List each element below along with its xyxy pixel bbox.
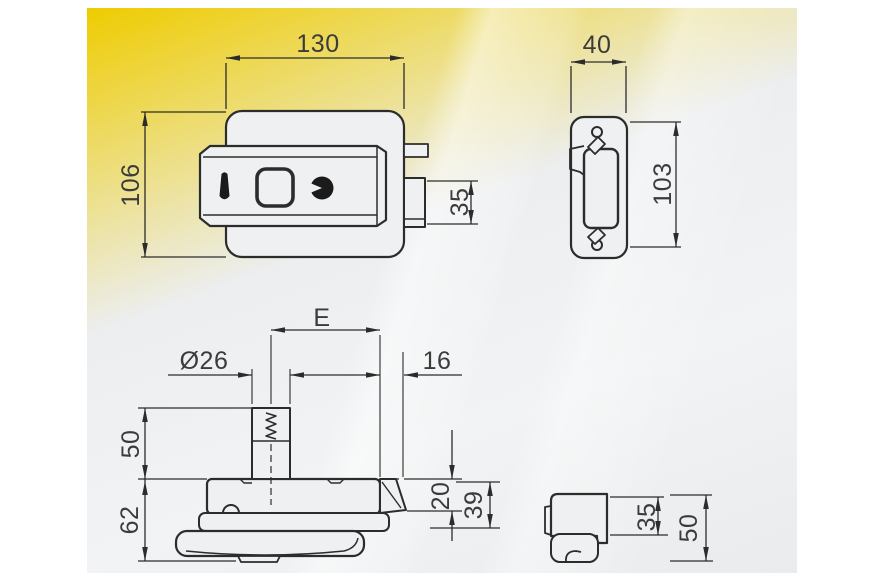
dim-cylinder-diameter-label: Ø26 <box>180 347 229 375</box>
profile-view-dimension-lines <box>610 494 713 562</box>
thread-symbol <box>265 412 277 440</box>
dim-body-depth-label: 62 <box>116 506 144 535</box>
strike-plate <box>582 147 620 230</box>
dim-latch-throw-label: 20 <box>427 482 455 511</box>
dim-front-height-label: 106 <box>117 163 145 206</box>
dim-profile-outer-label: 50 <box>675 514 703 543</box>
front-view-dimension-lines <box>141 55 478 258</box>
dim-profile-inner-label: 35 <box>633 503 661 532</box>
profile-view-drawing <box>544 492 609 563</box>
front-view: 130 106 35 <box>117 30 478 259</box>
profile-bracket <box>544 505 552 536</box>
profile-view: 35 50 <box>544 492 713 563</box>
profile-cover <box>550 533 599 563</box>
dim-side-height-label: 103 <box>649 162 677 205</box>
top-view-drawing <box>174 407 407 563</box>
dim-entry-label: E <box>313 304 330 332</box>
front-view-drawing <box>198 109 429 259</box>
side-bracket <box>569 145 585 176</box>
dim-side-width-label: 40 <box>583 31 612 59</box>
base-foot <box>237 555 281 563</box>
side-view-drawing <box>569 115 629 260</box>
side-view: 40 103 <box>569 31 681 260</box>
plan-arch-detail <box>222 504 240 514</box>
middle-plate <box>198 512 390 532</box>
keyway-notch <box>310 183 322 193</box>
keyhole-icon <box>219 172 230 200</box>
dim-front-latch-label: 35 <box>446 188 474 217</box>
profile-clip <box>565 550 582 563</box>
profile-body <box>549 492 609 545</box>
dim-offset-label: 16 <box>423 347 452 375</box>
dim-front-width-label: 130 <box>296 30 339 58</box>
cylinder-escutcheon <box>255 167 295 208</box>
side-view-dimension-lines <box>570 59 681 248</box>
top-screw <box>591 126 603 138</box>
top-view: E Ø26 16 50 62 20 39 <box>116 304 500 563</box>
dim-cylinder-length-label: 50 <box>117 430 145 459</box>
latch-bolt <box>403 177 426 228</box>
dim-plate-depth-label: 39 <box>460 491 488 520</box>
top-view-dimension-lines <box>138 327 500 562</box>
mount-tab <box>403 143 429 158</box>
